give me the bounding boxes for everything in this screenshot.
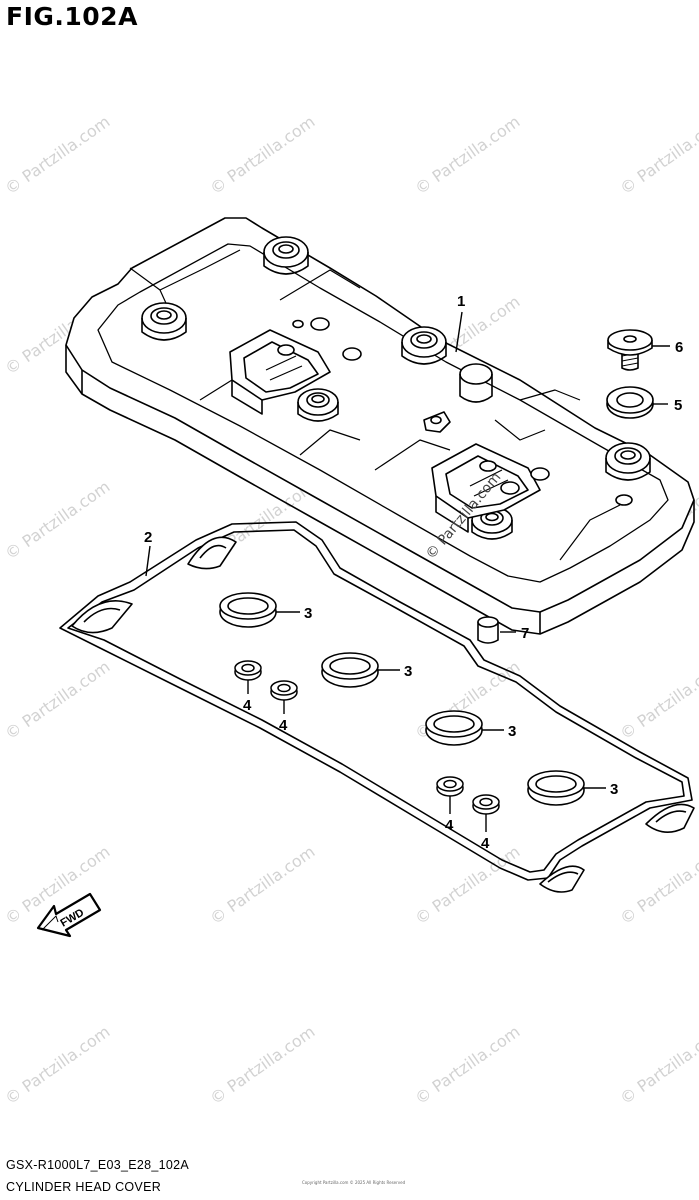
plug-hole-seal — [219, 592, 277, 628]
watermark-text: © Partzilla.com — [1, 1022, 113, 1108]
callout-3: 3 — [404, 663, 412, 680]
callout-6: 6 — [675, 339, 683, 356]
figure-title: FIG.102A — [6, 2, 138, 31]
watermark-text: © Partzilla.com — [1, 477, 113, 563]
callout-4: 4 — [481, 835, 490, 852]
cover-lug — [500, 467, 633, 506]
small-seal-ring — [234, 660, 262, 681]
watermark-text: © Partzilla.com — [206, 842, 318, 928]
watermark-text: © Partzilla.com — [1, 112, 113, 198]
watermark-text: © Partzilla.com — [206, 1022, 318, 1108]
bolt-boss — [263, 236, 309, 275]
small-seal-ring — [436, 776, 464, 797]
model-code: GSX-R1000L7_E03_E28_102A — [6, 1158, 190, 1172]
callout-numbers: 1 2 3 3 3 3 4 4 4 4 5 6 7 — [144, 293, 683, 852]
watermark-text: © Partzilla.com — [616, 112, 699, 198]
bolt-boss — [401, 326, 447, 365]
cover-bolt-washer — [606, 386, 654, 419]
callout-5: 5 — [674, 397, 682, 414]
fwd-arrow: FWD — [36, 892, 102, 938]
cover-lug — [292, 317, 362, 361]
diagram-name: CYLINDER HEAD COVER — [6, 1180, 162, 1194]
watermark-text: © Partzilla.com — [616, 657, 699, 743]
plug-hole-seal — [321, 652, 379, 688]
callout-1: 1 — [457, 293, 465, 310]
watermark-text: © Partzilla.com — [616, 842, 699, 928]
bolt-boss — [141, 302, 187, 341]
callout-3: 3 — [304, 605, 312, 622]
dowel-pin — [477, 616, 499, 644]
breather-port — [459, 363, 493, 403]
coil-well — [431, 443, 541, 533]
watermark-text: © Partzilla.com — [411, 1022, 523, 1108]
watermark-text: © Partzilla.com — [1, 657, 113, 743]
cover-bolt — [607, 329, 653, 371]
callout-2: 2 — [144, 529, 152, 546]
callout-4: 4 — [445, 817, 454, 834]
leader-lines — [145, 311, 670, 832]
callout-4: 4 — [279, 717, 288, 734]
watermark-text: © Partzilla.com — [616, 1022, 699, 1108]
bolt-boss — [297, 388, 339, 422]
callout-3: 3 — [508, 723, 516, 740]
cover-lug — [423, 411, 451, 433]
callout-7: 7 — [521, 625, 529, 642]
small-seal-ring — [270, 680, 298, 701]
plug-hole-seal — [425, 710, 483, 746]
plug-hole-seal — [527, 770, 585, 806]
coil-well — [229, 329, 331, 415]
watermark-text: © Partzilla.com — [206, 112, 318, 198]
fine-print: Copyright Partzilla.com © 2025 All Right… — [302, 1180, 406, 1185]
callout-4: 4 — [243, 697, 252, 714]
callout-3: 3 — [610, 781, 618, 798]
watermark-text: © Partzilla.com — [411, 112, 523, 198]
bolt-boss — [605, 442, 651, 481]
small-seal-ring — [472, 794, 500, 815]
cylinder-head-cover — [65, 217, 695, 635]
cover-gasket — [59, 521, 695, 893]
watermark-text: © Partzilla.com — [411, 842, 523, 928]
